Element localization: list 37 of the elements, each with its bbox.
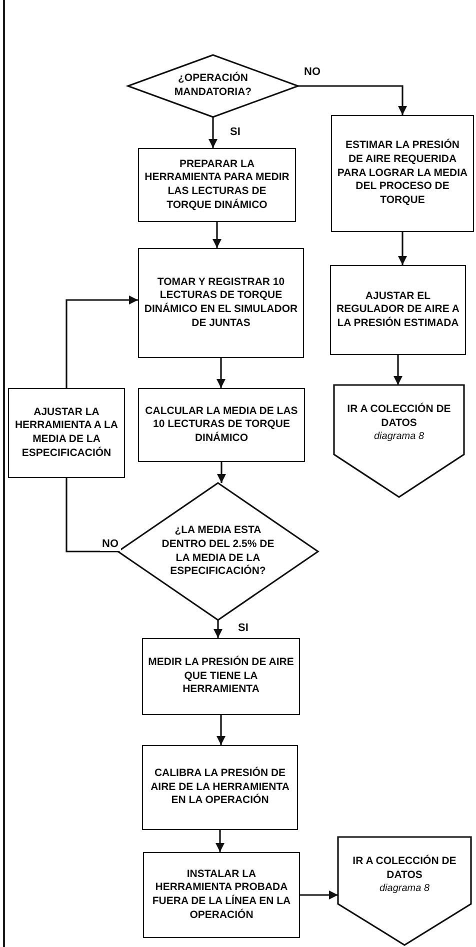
process-box — [138, 248, 304, 358]
process-box — [330, 265, 466, 355]
step-text: AJUSTAR EL REGULADOR DE AIRE A LA PRESIÓN ESTIMADA — [336, 290, 460, 330]
arrow — [212, 222, 222, 248]
reference-note: diagrama 8 — [379, 882, 430, 896]
process-box — [143, 852, 300, 938]
step-text: TOMAR Y REGISTRAR 10 LECTURAS DE TORQUE DINÁMICO EN EL SIMULADOR DE JUNTAS — [144, 276, 298, 330]
step-text: ¿OPERACIÓN MANDATORIA? — [173, 72, 253, 100]
process-box — [138, 148, 296, 222]
step-text: IR A COLECCIÓN DE DATOS — [346, 403, 452, 430]
step-text: CALCULAR LA MEDIA DE LAS 10 LECTURAS DE TORQUE DINÁMICO — [144, 404, 299, 446]
step-text: INSTALAR LA HERRAMIENTA PROBADA FUERA DE LA LÍNEA EN LA OPERACIÓN — [151, 868, 292, 922]
edge-label: NO — [100, 538, 120, 552]
process-box — [8, 388, 125, 478]
step-text: AJUSTAR LA HERRAMIENTA A LA MEDIA DE LA ESPECIFICACIÓN — [14, 406, 119, 460]
step-text: ¿LA MEDIA ESTA DENTRO DEL 2.5% DE LA MEDIA DE LA ESPECIFICACIÓN? — [160, 524, 276, 579]
process-box — [142, 638, 300, 715]
process-box — [138, 388, 305, 462]
step-text: MEDIR LA PRESIÓN DE AIRE QUE TIENE LA HERRAMIENTA — [148, 656, 294, 697]
process-box — [331, 115, 474, 232]
arrow — [208, 117, 218, 148]
reference-note: diagrama 8 — [374, 430, 424, 444]
step-text: CALIBRA LA PRESIÓN DE AIRE DE LA HERRAMIENTA EN LA OPERACIÓN — [150, 767, 290, 808]
arrow — [300, 890, 338, 900]
arrow — [298, 85, 407, 115]
step-text: PREPARAR LA HERRAMIENTA PARA MEDIR LAS LECTURAS DE TORQUE DINÁMICO — [144, 158, 290, 212]
process-box — [142, 745, 298, 830]
step-text: ESTIMAR LA PRESIÓN DE AIRE REQUERIDA PARA LOGRAR LA MEDIA DEL PROCESO DE TORQUE — [337, 139, 468, 208]
arrow — [398, 232, 407, 265]
arrow — [216, 715, 226, 745]
arrow — [216, 358, 226, 388]
arrow — [216, 830, 224, 852]
arrow — [66, 296, 138, 388]
arrow — [217, 462, 226, 483]
arrow — [214, 620, 222, 638]
step-text: IR A COLECCIÓN DE DATOS — [352, 855, 458, 882]
arrow — [394, 355, 402, 385]
